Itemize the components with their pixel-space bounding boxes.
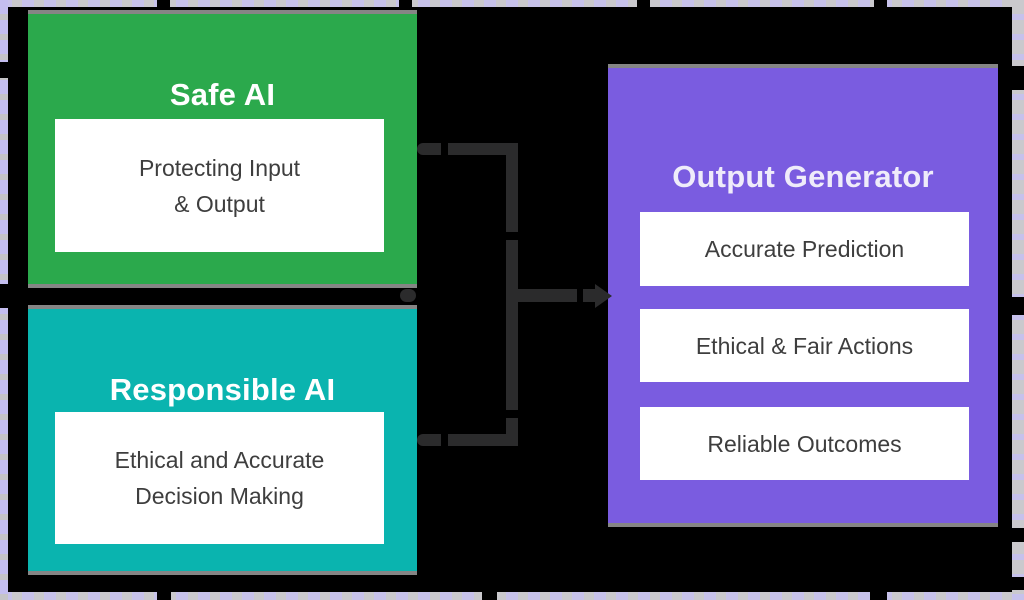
- card-text-line: Ethical and Accurate: [114, 447, 325, 473]
- node-responsible-ai-card: Ethical and Accurate Decision Making: [55, 412, 384, 544]
- node-responsible-ai-title: Responsible AI: [109, 371, 336, 407]
- edge-gap: [870, 592, 887, 600]
- card-text-line: Accurate Prediction: [704, 236, 905, 262]
- edge-gap: [157, 592, 171, 600]
- edge-gap: [399, 0, 412, 7]
- node-output-card-ethical-fair-actions: Ethical & Fair Actions: [640, 309, 969, 382]
- node-output-generator: Output Generator Accurate Prediction Eth…: [608, 64, 998, 527]
- edge-dash-top: [0, 0, 1024, 7]
- node-output-card-accurate-prediction: Accurate Prediction: [640, 212, 969, 286]
- edge-gap: [482, 592, 497, 600]
- edge-gap: [1012, 577, 1024, 590]
- edge-gap: [0, 284, 8, 308]
- node-responsible-ai: Responsible AI Ethical and Accurate Deci…: [28, 305, 417, 575]
- edge-gap: [1012, 66, 1024, 90]
- card-text-line: Protecting Input: [138, 154, 301, 181]
- connector-output-dash: [583, 289, 595, 302]
- connector-responsible-ai-segment: [448, 434, 518, 446]
- card-text-line: & Output: [174, 190, 265, 217]
- node-output-generator-title: Output Generator: [672, 158, 934, 194]
- card-text-line: Ethical & Fair Actions: [695, 332, 914, 359]
- edge-gap: [0, 62, 8, 78]
- edge-dash-bottom: [0, 592, 1024, 600]
- node-safe-ai-card: Protecting Input & Output: [55, 119, 384, 252]
- edge-gap: [157, 0, 170, 7]
- connector-trunk-segment: [506, 240, 518, 410]
- connector-safe-ai-dash: [417, 143, 441, 155]
- connector-responsible-ai-dash: [417, 434, 441, 446]
- edge-gap: [1012, 297, 1024, 315]
- connector-trunk-segment: [506, 143, 518, 232]
- node-output-card-reliable-outcomes: Reliable Outcomes: [640, 407, 969, 480]
- connector-merge-stub: [400, 289, 416, 302]
- node-safe-ai-title: Safe AI: [169, 76, 276, 112]
- edge-gap: [637, 0, 650, 7]
- edge-gap: [1012, 528, 1024, 542]
- edge-dash-left: [0, 0, 8, 600]
- arrow-right-icon: [595, 284, 612, 308]
- edge-gap: [874, 0, 887, 7]
- edge-dash-right: [1012, 0, 1024, 600]
- card-text-line: Decision Making: [135, 483, 304, 509]
- connector-safe-ai-segment: [448, 143, 518, 155]
- connector-output-segment: [518, 289, 577, 302]
- node-safe-ai: Safe AI Protecting Input & Output: [28, 10, 417, 288]
- card-text-line: Reliable Outcomes: [707, 430, 902, 457]
